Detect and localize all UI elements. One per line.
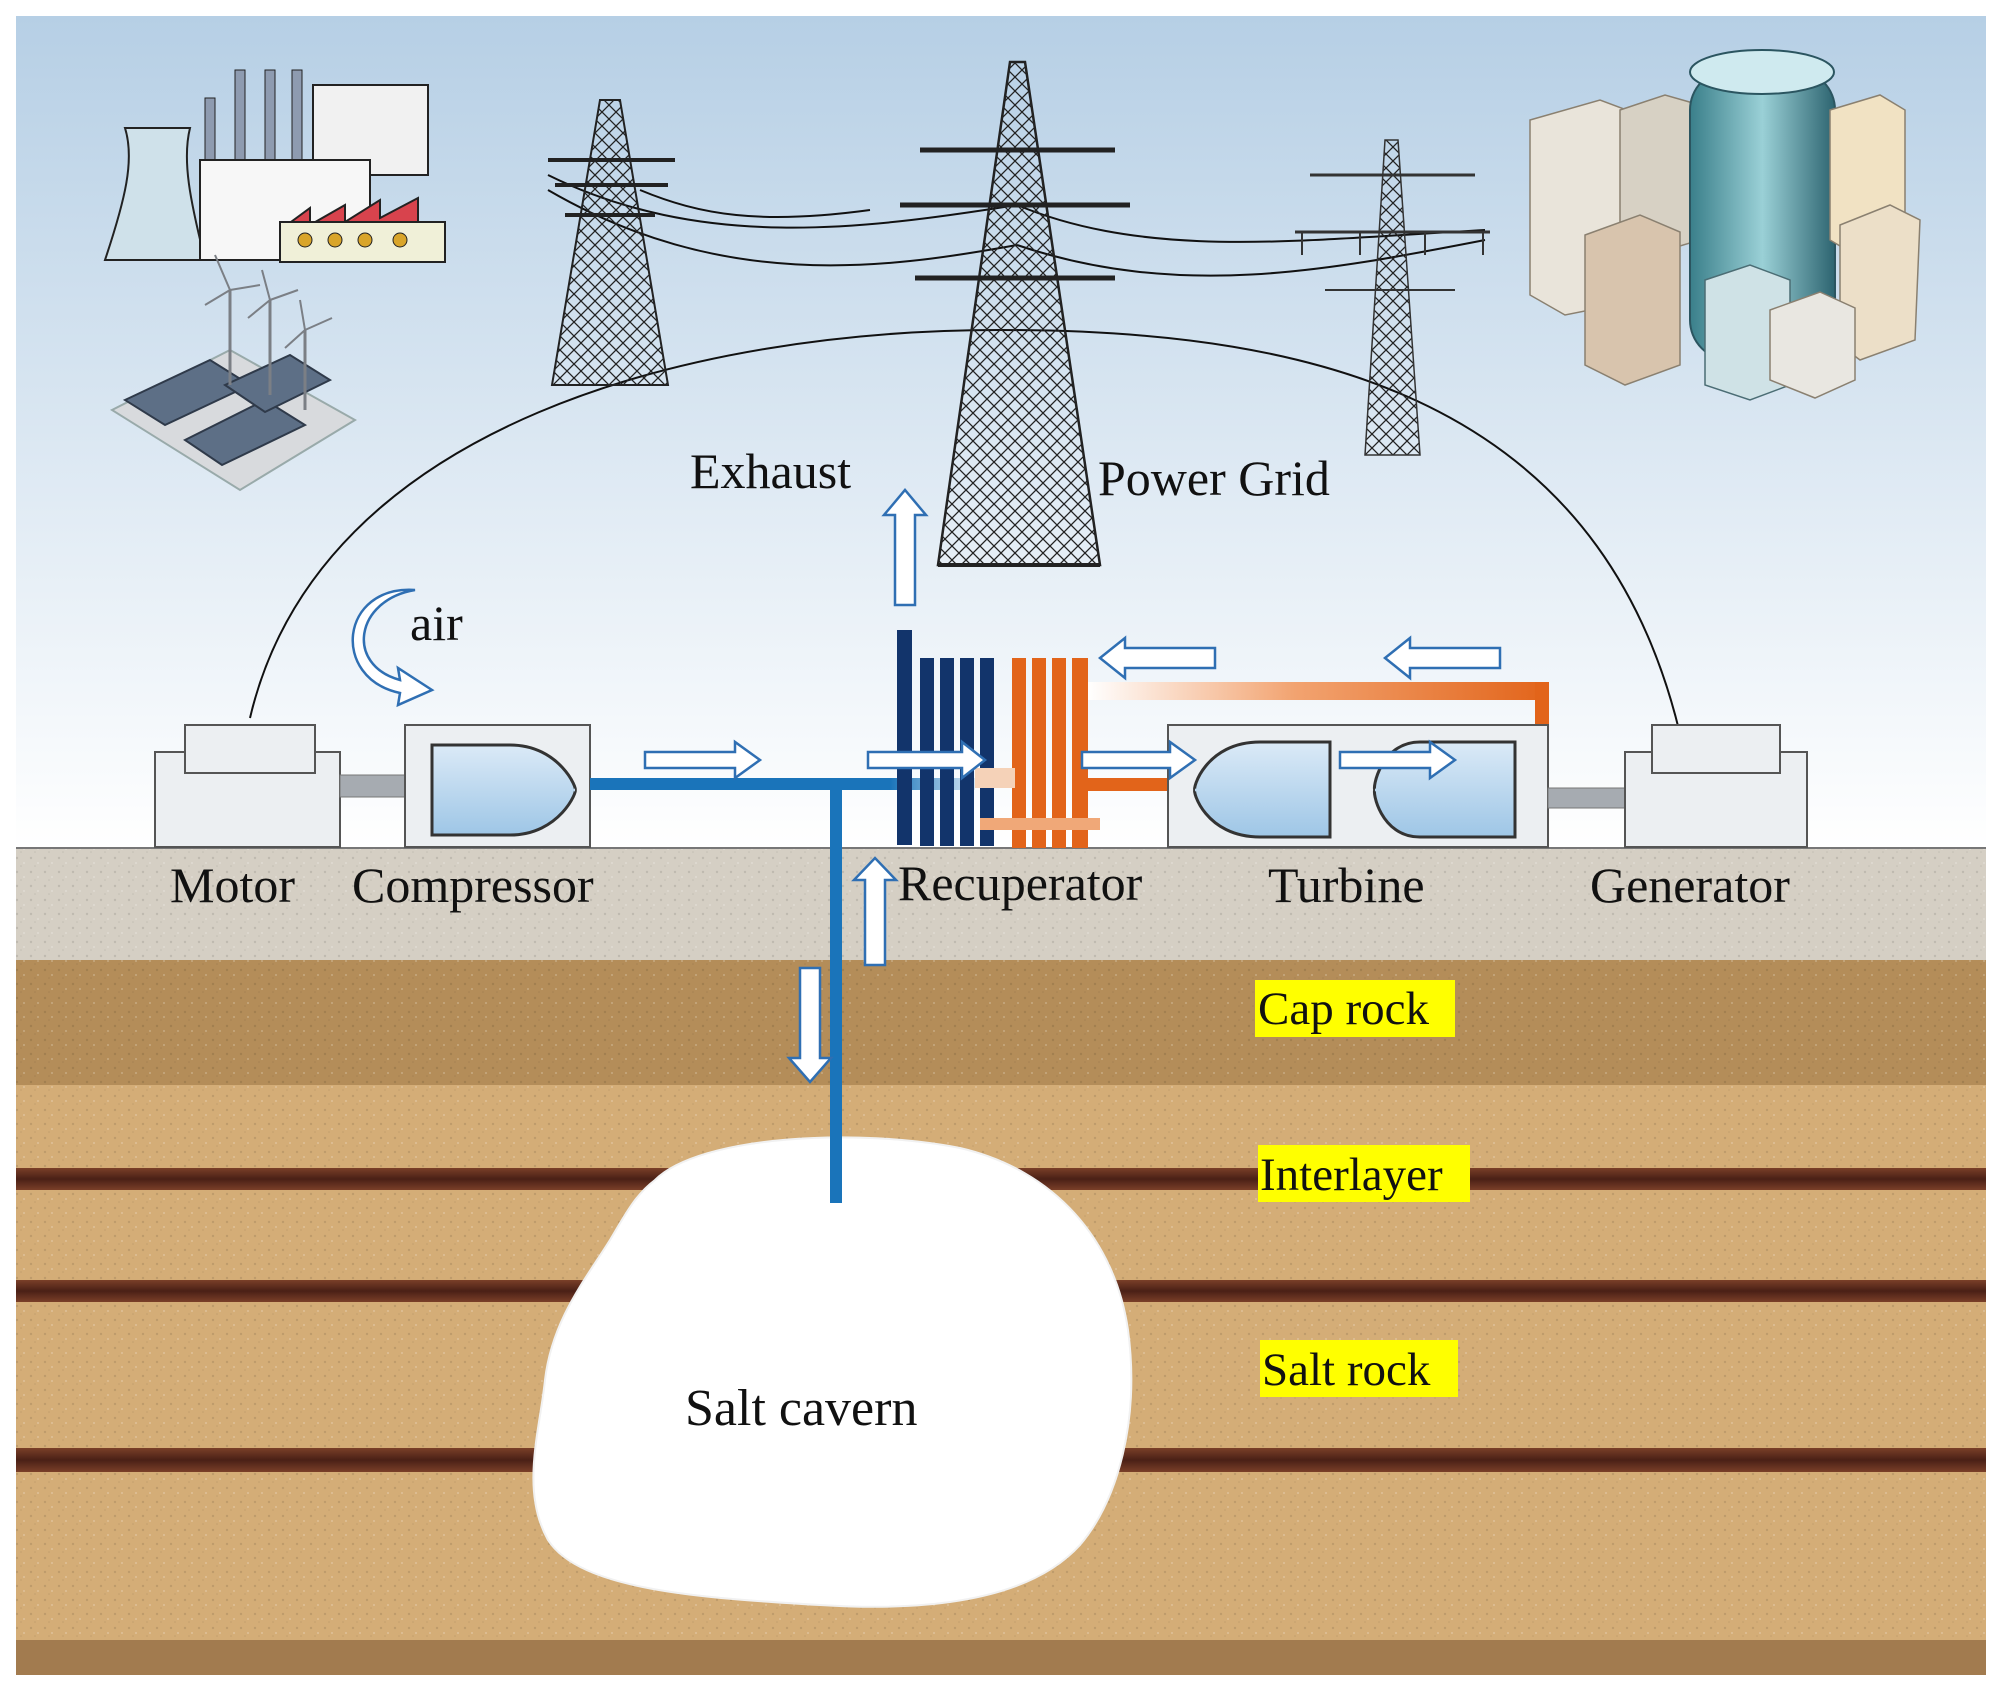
turbine-label: Turbine: [1268, 857, 1425, 913]
interlayer-label: Interlayer: [1260, 1149, 1443, 1201]
flow-arrow-left: [1097, 635, 1217, 681]
cavern-well-pipe: [830, 778, 842, 1203]
city-buildings-icon: [1529, 49, 1921, 401]
generator: [1624, 724, 1808, 848]
exhaust-label: Exhaust: [690, 443, 851, 499]
flow-arrow-down: [786, 966, 834, 1084]
motor: [154, 724, 341, 848]
flow-arrow-left: [1382, 635, 1502, 681]
shaft: [339, 774, 406, 798]
flow-arrows: [643, 488, 1502, 1084]
generator-label: Generator: [1590, 857, 1790, 913]
salt-rock-highlight: [1260, 1340, 1458, 1397]
transmission-tower-icon: [548, 99, 675, 386]
salt-cavern-label: Salt cavern: [685, 1380, 917, 1437]
flow-arrow-up: [881, 488, 929, 607]
wind-solar-farm-icon: [109, 254, 357, 492]
cold-pipe: [590, 778, 890, 790]
hot-pipe: [1088, 682, 1548, 700]
transmission-tower-icon: [1295, 139, 1490, 456]
power-grid-label: Power Grid: [1098, 450, 1330, 506]
cap-rock-label: Cap rock: [1258, 983, 1429, 1035]
cap-rock-highlight: [1255, 980, 1455, 1037]
salt-cavern: [532, 1136, 1133, 1608]
flow-arrow-right: [1080, 739, 1198, 781]
flow-arrow-right: [643, 739, 763, 781]
compressor: [404, 724, 591, 848]
power-plant-icon: [103, 69, 446, 263]
air-intake-arrow: [351, 588, 435, 708]
air-label: air: [410, 595, 463, 651]
flow-arrow-right: [1338, 739, 1458, 781]
turbine: [1167, 724, 1549, 848]
flow-arrow-right: [866, 739, 988, 781]
recuperator-label: Recuperator: [898, 855, 1143, 911]
interlayer-highlight: [1258, 1145, 1470, 1202]
transmission-tower-icon: [900, 60, 1130, 567]
flow-arrow-up: [851, 856, 899, 967]
compressor-label: Compressor: [352, 857, 594, 913]
motor-label: Motor: [170, 857, 295, 913]
salt-rock-label: Salt rock: [1262, 1344, 1431, 1396]
shaft: [1547, 787, 1627, 809]
